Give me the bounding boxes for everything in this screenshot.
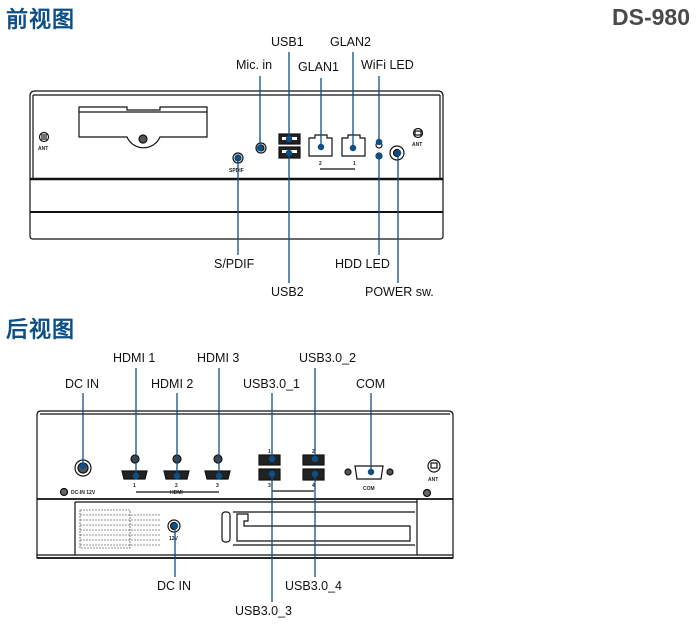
cover-screw-icon — [138, 134, 148, 144]
svg-text:3: 3 — [268, 483, 271, 489]
expansion-card — [236, 513, 411, 542]
usb2-port — [278, 146, 301, 159]
label-hdmi3: HDMI 3 — [197, 351, 240, 365]
label-usb30-2: USB3.0_2 — [299, 351, 356, 365]
usb1-port — [278, 133, 301, 145]
svg-text:2: 2 — [175, 483, 178, 489]
label-usb30-4: USB3.0_4 — [285, 579, 342, 593]
label-usb2: USB2 — [271, 285, 304, 299]
svg-text:4: 4 — [312, 483, 315, 489]
label-spdif: S/PDIF — [214, 257, 255, 271]
label-dc-in-bottom: DC IN — [157, 579, 192, 593]
svg-text:2: 2 — [312, 449, 315, 455]
dc-screw-icon — [59, 487, 69, 497]
label-hdmi2: HDMI 2 — [151, 377, 194, 391]
hdmi-mark: HDMI — [170, 490, 183, 496]
front-chassis-outline — [29, 90, 444, 240]
front-cover-plate — [78, 106, 208, 149]
glan1-port — [341, 134, 366, 157]
svg-text:1: 1 — [268, 449, 271, 455]
com-port — [354, 465, 384, 480]
label-wifi-led: WiFi LED — [361, 58, 414, 72]
svg-text:1: 1 — [353, 161, 356, 167]
usb30-2-port — [302, 454, 325, 466]
glan2-port — [308, 134, 333, 157]
ant-rear-mark: ANT — [428, 477, 438, 483]
usb30-3-port — [258, 468, 281, 481]
ant-left-mark: ANT — [38, 146, 48, 152]
label-usb30-1: USB3.0_1 — [243, 377, 300, 391]
mic-jack — [255, 142, 267, 154]
dc-in-connector — [74, 459, 92, 477]
spdif-jack — [232, 152, 244, 164]
svg-text:3: 3 — [216, 483, 219, 489]
com-mark: COM — [363, 486, 375, 492]
dc-in-mark: DC-IN 12V — [71, 490, 96, 496]
svg-text:1: 1 — [133, 483, 136, 489]
label-com: COM — [356, 377, 386, 391]
label-glan1: GLAN1 — [298, 60, 339, 74]
expansion-bracket — [221, 511, 231, 543]
rear-chassis-outline — [36, 410, 454, 559]
ant-right-icon — [412, 127, 424, 139]
label-mic-in: Mic. in — [236, 58, 273, 72]
ant-right-mark: ANT — [412, 142, 422, 148]
spdif-mark: SPDIF — [229, 168, 244, 174]
label-hdd-led: HDD LED — [335, 257, 390, 271]
vent-grille — [79, 509, 160, 549]
rear-view-title: 后视图 — [6, 318, 76, 343]
label-power-sw: POWER sw. — [365, 285, 434, 299]
ant-rear-icon — [427, 459, 441, 473]
label-usb30-3: USB3.0_3 — [235, 604, 292, 618]
dc-12v-mark: 12V — [169, 536, 179, 542]
label-usb1: USB1 — [271, 35, 304, 49]
label-dc-in-top: DC IN — [65, 377, 100, 391]
front-view-title: 前视图 — [6, 8, 76, 33]
wifi-led-indicator — [375, 141, 383, 149]
usb30-1-port — [258, 454, 281, 466]
model-name: DS-980 — [612, 4, 690, 30]
hdd-led-indicator — [375, 152, 383, 160]
ant-left-icon — [38, 131, 50, 143]
label-glan2: GLAN2 — [330, 35, 371, 49]
label-hdmi1: HDMI 1 — [113, 351, 156, 365]
dc-12v-jack — [167, 519, 181, 533]
hdmi-ports — [121, 454, 231, 480]
svg-text:2: 2 — [319, 161, 322, 167]
usb30-4-port — [302, 468, 325, 481]
power-button — [389, 145, 405, 161]
